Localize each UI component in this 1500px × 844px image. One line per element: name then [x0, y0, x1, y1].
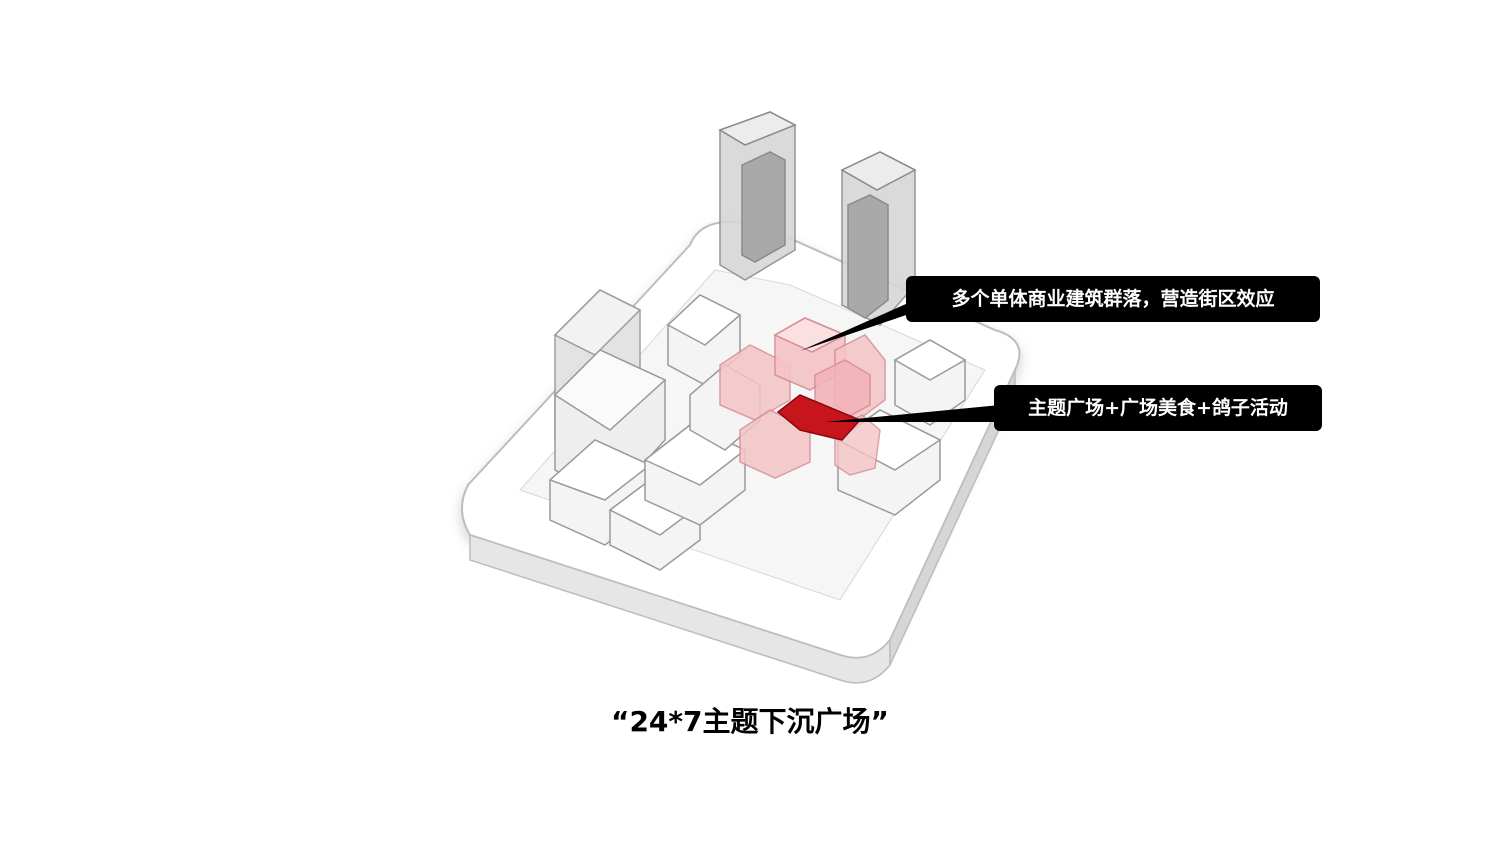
callout-leaders: [800, 300, 1000, 422]
callout-commercial-cluster: 多个单体商业建筑群落，营造街区效应: [906, 276, 1320, 322]
sunken-plaza: [776, 394, 862, 441]
tower-right: [840, 151, 917, 326]
commercial-cluster-highlight: [719, 317, 886, 479]
diagram-caption: “24*7主题下沉广场”: [611, 705, 889, 738]
callout-themed-plaza: 主题广场+广场美食+鸽子活动: [994, 385, 1322, 431]
right-building-cluster: [836, 339, 967, 516]
tower-left: [718, 111, 797, 281]
